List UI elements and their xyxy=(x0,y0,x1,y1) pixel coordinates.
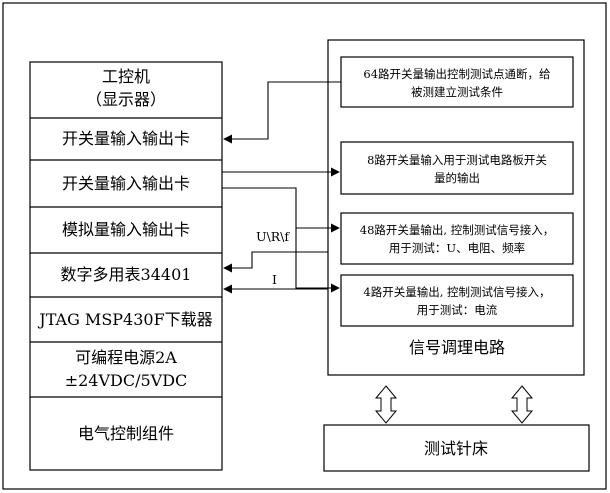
conditioning-title: 信号调理电路 xyxy=(409,338,505,357)
block-4ch-output xyxy=(340,274,574,327)
test-fixture-label: 测试针床 xyxy=(424,439,488,458)
card-jtag-downloader: JTAG MSP430F下载器 xyxy=(37,310,212,329)
block-64ch-line2: 被测建立测试条件 xyxy=(411,85,503,99)
card-dio-1: 开关量输入输出卡 xyxy=(62,129,190,148)
card-dio-2: 开关量输入输出卡 xyxy=(62,174,190,193)
card-power-supply-line1: 可编程电源2A xyxy=(75,348,177,367)
block-4ch-line2: 用于测试：电流 xyxy=(417,303,498,317)
signal-uvrf-label: U\R\f xyxy=(256,229,290,244)
block-48ch-line2: 用于测试：U、电阻、频率 xyxy=(389,241,525,255)
computer-box xyxy=(29,61,223,471)
test-fixture-box xyxy=(323,424,590,472)
block-4ch-line1: 4路开关量输出, 控制测试信号接入， xyxy=(363,285,550,299)
block-64ch-line1: 64路开关量输出控制测试点通断，给 xyxy=(363,67,550,81)
computer-subtitle: （显示器） xyxy=(86,90,166,109)
block-8ch-line2: 量的输出 xyxy=(434,171,480,185)
card-multimeter: 数字多用表34401 xyxy=(61,265,192,284)
card-electrical-control: 电气控制组件 xyxy=(78,424,174,443)
industrial-computer: 工控机 （显示器） 开关量输入输出卡 开关量输入输出卡 模拟量输入输出卡 数字多… xyxy=(29,61,223,471)
bidirectional-arrow-right xyxy=(510,385,534,424)
link-card2-to-4ch xyxy=(295,228,340,293)
block-8ch-input xyxy=(340,141,574,195)
card-power-supply-line2: ±24VDC/5VDC xyxy=(65,371,188,390)
block-48ch-line1: 48路开关量输出, 控制测试信号接入， xyxy=(360,223,554,237)
signal-conditioning: 64路开关量输出控制测试点通断，给 被测建立测试条件 8路开关量输入用于测试电路… xyxy=(327,39,585,376)
block-64ch-output xyxy=(340,56,574,108)
block-8ch-line1: 8路开关量输入用于测试电路板开关 xyxy=(367,153,547,167)
computer-title: 工控机 xyxy=(102,67,150,86)
signal-current-label: I xyxy=(272,272,277,287)
block-48ch-output xyxy=(340,212,574,265)
link-card2-to-48ch xyxy=(222,187,340,233)
bidirectional-arrow-left xyxy=(374,385,398,424)
card-analog-io: 模拟量输入输出卡 xyxy=(62,220,190,239)
link-uvrf-to-multimeter xyxy=(223,251,328,273)
link-64ch-to-card1 xyxy=(223,81,341,144)
conditioning-box xyxy=(327,39,585,376)
